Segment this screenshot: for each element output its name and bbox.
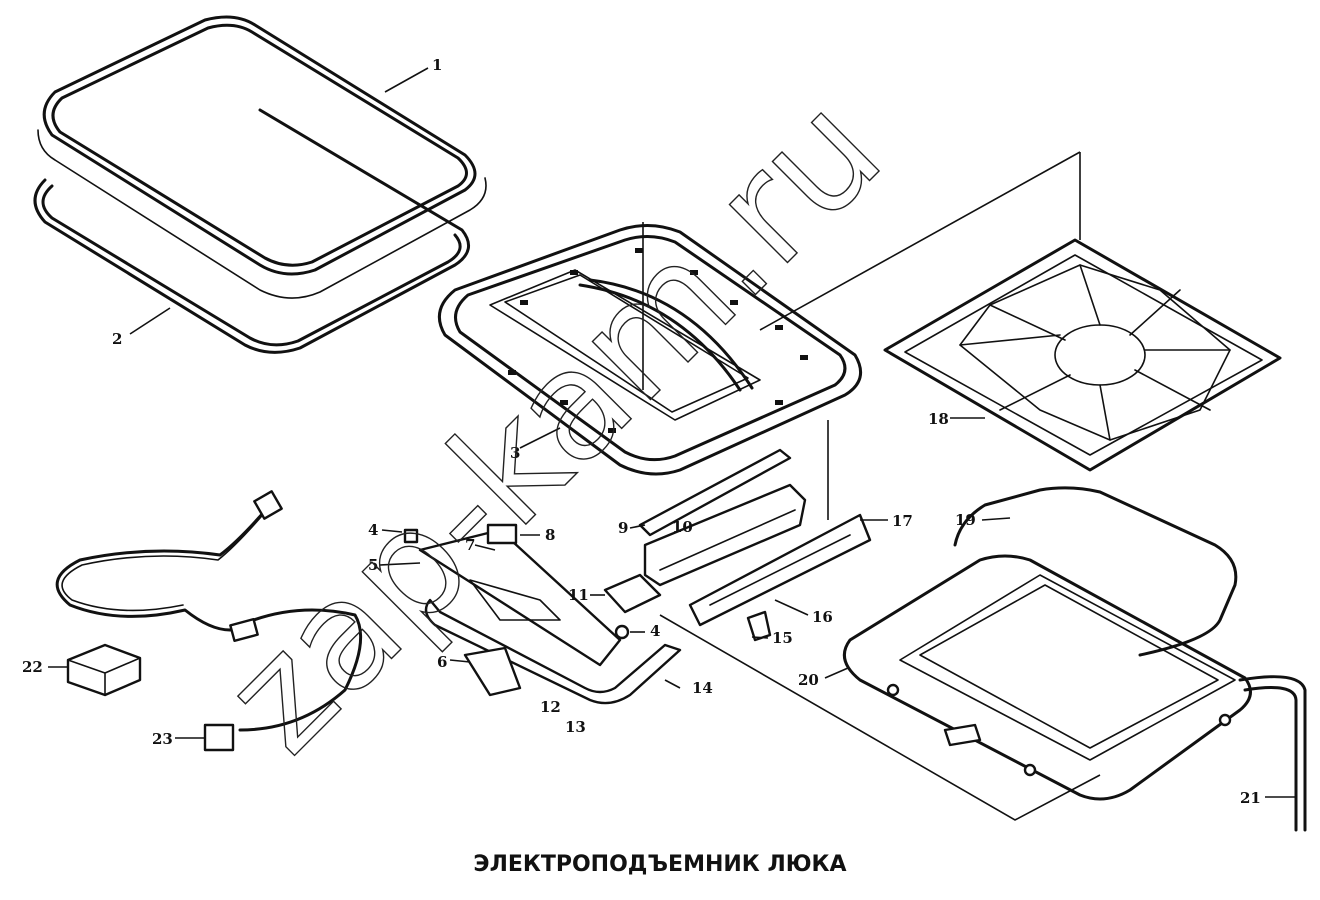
callout-5: 5 [368,556,378,574]
glass-panel [37,15,487,299]
callout-labels: 1 2 3 4 5 6 7 8 9 10 11 4 12 13 14 15 16… [22,56,1261,807]
motor-tray [842,486,1307,832]
wiring-harness [55,490,363,752]
seal-ring [33,108,471,354]
callout-15: 15 [772,629,793,647]
guide-rail-assembly [603,448,807,614]
callout-20: 20 [798,671,819,689]
callout-14: 14 [692,679,713,697]
drive-mechanism [403,523,682,705]
callout-4b: 4 [650,622,660,640]
callout-2: 2 [112,330,122,348]
callout-10: 10 [672,518,693,536]
callout-22: 22 [22,658,43,676]
slide-rail [688,420,872,642]
callout-21: 21 [1240,789,1261,807]
base-plate [759,151,1282,472]
callout-16: 16 [812,608,833,626]
callout-7: 7 [465,536,475,554]
callout-8: 8 [545,526,555,544]
callout-9: 9 [618,519,628,537]
callout-1: 1 [432,56,442,74]
callout-17: 17 [892,512,913,530]
callout-23: 23 [152,730,173,748]
diagram-caption: ЭЛЕКТРОПОДЪЕМНИК ЛЮКА [473,852,847,877]
callout-13: 13 [565,718,586,736]
callout-leaders [48,67,1295,798]
hatch-frame [437,222,863,476]
callout-3: 3 [510,444,520,462]
callout-11: 11 [568,586,589,604]
callout-6: 6 [437,653,447,671]
callout-12: 12 [540,698,561,716]
callout-18: 18 [928,410,949,428]
callout-4: 4 [368,521,378,539]
callout-19: 19 [955,511,976,529]
